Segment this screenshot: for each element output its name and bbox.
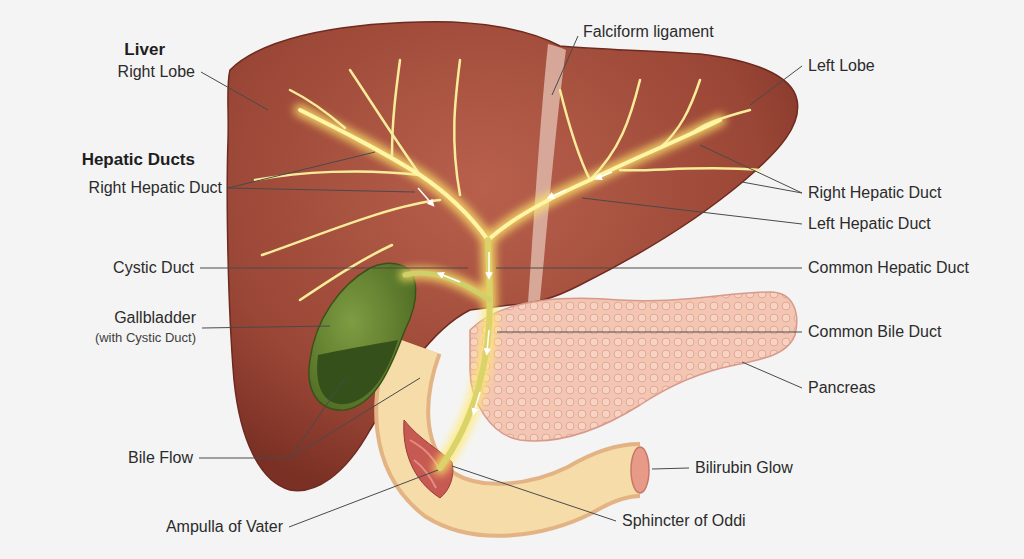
flow-arrow <box>474 392 480 412</box>
right-hepatic-duct <box>300 110 488 240</box>
part-label: Common Bile Duct <box>808 323 941 341</box>
flow-arrow <box>550 190 566 197</box>
leader-line <box>200 268 468 269</box>
leader-line <box>201 72 268 110</box>
leader-line <box>202 326 330 328</box>
part-label: Sphincter of Oddi <box>622 512 746 530</box>
flow-arrow <box>488 252 490 276</box>
duodenum-wall <box>402 345 640 510</box>
part-label: Bile Flow <box>128 449 193 467</box>
duct-branch <box>620 168 760 170</box>
part-label: Left Lobe <box>808 57 875 75</box>
flow-arrows <box>418 172 612 412</box>
duct-branch <box>590 80 640 180</box>
leader-line <box>750 66 802 105</box>
part-label: Left Hepatic Duct <box>808 215 931 233</box>
flow-arrow <box>487 330 489 352</box>
part-label: Right Lobe <box>118 63 195 81</box>
part-label: Right Hepatic Duct <box>808 184 941 202</box>
duodenum-surface <box>402 345 640 510</box>
leader-line <box>290 378 420 458</box>
duct-glow-path <box>300 110 488 240</box>
leader-line <box>582 198 802 224</box>
leader-line <box>496 268 802 269</box>
duct-branch <box>262 200 440 255</box>
part-label: (with Cystic Duct) <box>95 331 196 346</box>
pancreas-shape <box>470 292 797 441</box>
part-label: Ampulla of Vater <box>166 518 283 536</box>
duct-branch <box>350 70 420 175</box>
falciform-ligament <box>528 44 566 302</box>
heading-label: Liver <box>124 40 165 60</box>
leader-line <box>742 182 802 193</box>
duct-glow <box>300 110 720 468</box>
leader-lines <box>199 36 802 527</box>
leader-line <box>552 36 578 95</box>
leader-line <box>228 188 415 192</box>
duct-branch <box>392 60 400 155</box>
duct-branches <box>255 60 760 300</box>
liver-shape <box>227 22 797 491</box>
leader-line <box>228 152 375 188</box>
leader-line <box>497 332 802 333</box>
part-label: Right Hepatic Duct <box>89 179 222 197</box>
heading-label: Hepatic Ducts <box>82 150 195 170</box>
cystic-duct <box>405 273 490 300</box>
duct-glow-path <box>488 120 720 240</box>
flow-arrow <box>440 274 460 282</box>
duct-glow-path <box>405 273 490 300</box>
part-label: Bilirubin Glow <box>695 459 793 477</box>
leader-line <box>700 145 802 193</box>
duodenum-opening <box>631 447 649 493</box>
part-label: Pancreas <box>808 379 876 397</box>
duct-cores <box>300 110 720 468</box>
leader-line <box>652 468 689 469</box>
duct-branch <box>560 90 590 180</box>
part-label: Falciform ligament <box>583 23 714 41</box>
duct-branch <box>290 90 345 128</box>
part-label: Cystic Duct <box>113 259 194 277</box>
gallbladder-shape <box>309 263 416 410</box>
flow-arrow <box>598 172 612 178</box>
leader-line <box>742 362 802 388</box>
leader-line <box>452 466 616 521</box>
part-label: Common Hepatic Duct <box>808 259 969 277</box>
gallbladder-bile <box>317 340 398 404</box>
leader-line <box>199 378 345 458</box>
duct-branch <box>300 245 392 300</box>
duct-branch <box>454 60 460 195</box>
common-duct <box>440 240 490 468</box>
part-label: Gallbladder <box>114 309 196 327</box>
flow-arrow <box>418 188 432 204</box>
leader-line <box>289 470 438 527</box>
left-hepatic-duct <box>488 120 720 240</box>
